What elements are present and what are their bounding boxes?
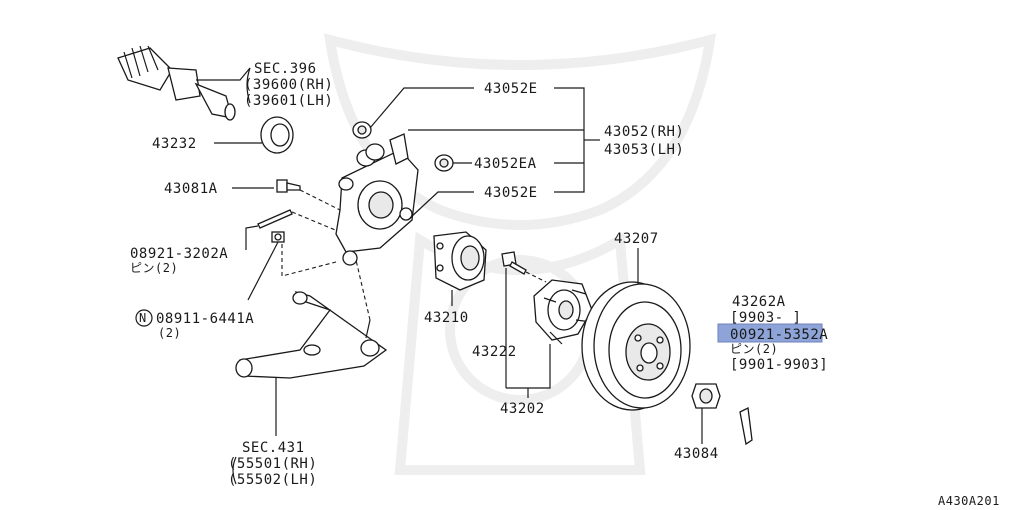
label-43053-lh: 43053(LH) [604, 142, 684, 158]
dash-lower-arm [355, 259, 371, 321]
leader-43052e-top [369, 87, 474, 129]
label-sec396-line2: (39600(RH) [244, 77, 333, 93]
leader-08921 [245, 225, 259, 250]
nut-08911 [271, 231, 285, 243]
label-43081a: 43081A [164, 181, 218, 197]
bracket-43052-group [554, 87, 585, 193]
label-43232: 43232 [152, 136, 197, 152]
bolt-43081a [276, 179, 301, 193]
label-sec396-line3: (39601(LH) [244, 93, 333, 109]
brake-disc-rotor-43207 [581, 281, 691, 411]
label-43222: 43222 [472, 344, 517, 360]
wheel-hub-43202 [533, 279, 593, 345]
bracket-43202 [506, 344, 551, 389]
label-00921-5352a[interactable]: 00921-5352A [730, 327, 828, 343]
label-sec431-line1: SEC.431 [242, 440, 305, 456]
bushing-43052e-bottom [365, 143, 385, 161]
steering-knuckle [335, 133, 419, 266]
label-43210: 43210 [424, 310, 469, 326]
label-sec396-line1: SEC.396 [254, 61, 317, 77]
label-43202: 43202 [500, 401, 545, 417]
diagram-code: A430A201 [938, 494, 1000, 508]
hub-bearing-43210 [433, 231, 487, 291]
label-sec431-line2: (55501(RH) [228, 456, 317, 472]
cotter-pin-00921 [739, 407, 753, 446]
lower-control-arm [235, 290, 388, 379]
n-circle-icon [135, 309, 153, 327]
dash-43222 [525, 271, 547, 283]
hub-nut-43084 [691, 383, 721, 409]
label-43262a-range: [9903- ] [730, 310, 801, 326]
leader-43052e-bottom [409, 191, 474, 219]
bushing-43052e-top [352, 121, 372, 139]
label-43052-rh: 43052(RH) [604, 124, 684, 140]
leader-sec396 [196, 67, 251, 81]
label-43052e-top: 43052E [484, 81, 538, 97]
label-43052ea: 43052EA [474, 156, 537, 172]
pin-08921 [257, 209, 293, 229]
label-08911-qty: (2) [158, 326, 181, 340]
label-08921-pin: ピン(2) [130, 261, 178, 275]
label-08921-3202a: 08921-3202A [130, 246, 228, 262]
bracket-sec396 [246, 67, 251, 104]
label-08911-6441a: 08911-6441A [156, 311, 254, 327]
label-43207: 43207 [614, 231, 659, 247]
dash-08911 [281, 244, 337, 277]
label-00921-pin: ピン(2) [730, 342, 778, 356]
label-00921-range: [9901-9903] [730, 357, 828, 373]
highlight-00921-5352a[interactable] [717, 323, 823, 343]
dash-08921 [291, 211, 341, 233]
drive-shaft [117, 45, 236, 121]
bolt-43222 [501, 251, 527, 275]
oil-seal-43232 [260, 116, 294, 154]
dash-43081a [299, 189, 341, 211]
label-43084: 43084 [674, 446, 719, 462]
bracket-sec431 [232, 456, 237, 485]
label-sec431-line3: (55502(LH) [228, 472, 317, 488]
label-43262a: 43262A [732, 294, 786, 310]
label-43052e-bottom: 43052E [484, 185, 538, 201]
bushing-43052ea [434, 154, 454, 172]
leader-08911 [247, 241, 279, 301]
label-08911-prefix: N [139, 311, 147, 325]
